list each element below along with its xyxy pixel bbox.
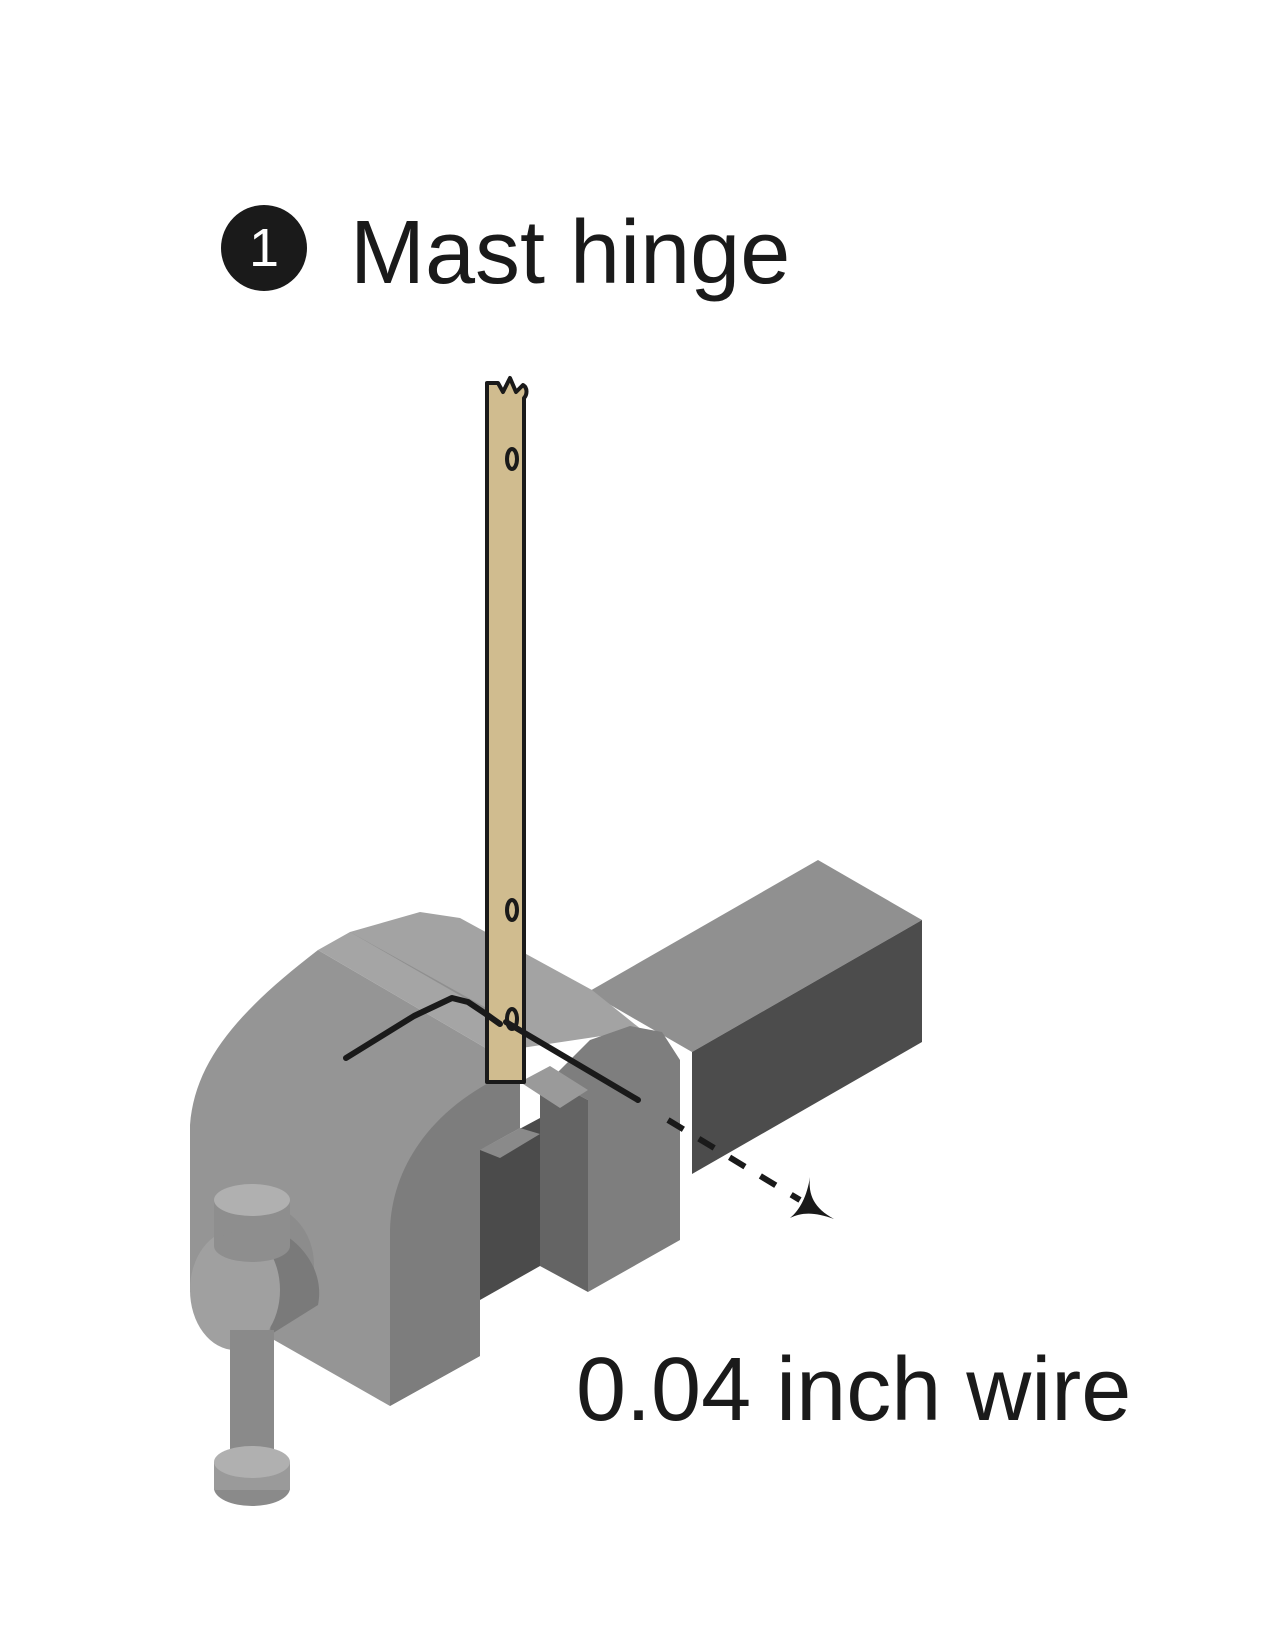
mast-strip <box>485 376 529 1084</box>
vise-screw-handle <box>190 1184 320 1506</box>
mast-hole-top <box>505 447 519 471</box>
vise-movable-jaw <box>520 1026 680 1292</box>
wire-label: 0.04 inch wire <box>576 1340 1132 1440</box>
step-number-badge: 1 <box>221 205 307 291</box>
mast-hole-middle <box>505 898 519 922</box>
arrowhead-icon <box>790 1177 834 1219</box>
vise-slide-bar <box>588 860 922 1174</box>
bend-direction-arrow <box>666 1117 834 1219</box>
step-title: Mast hinge <box>350 203 791 303</box>
bent-wire <box>343 995 641 1103</box>
vise-throat <box>480 1118 540 1300</box>
